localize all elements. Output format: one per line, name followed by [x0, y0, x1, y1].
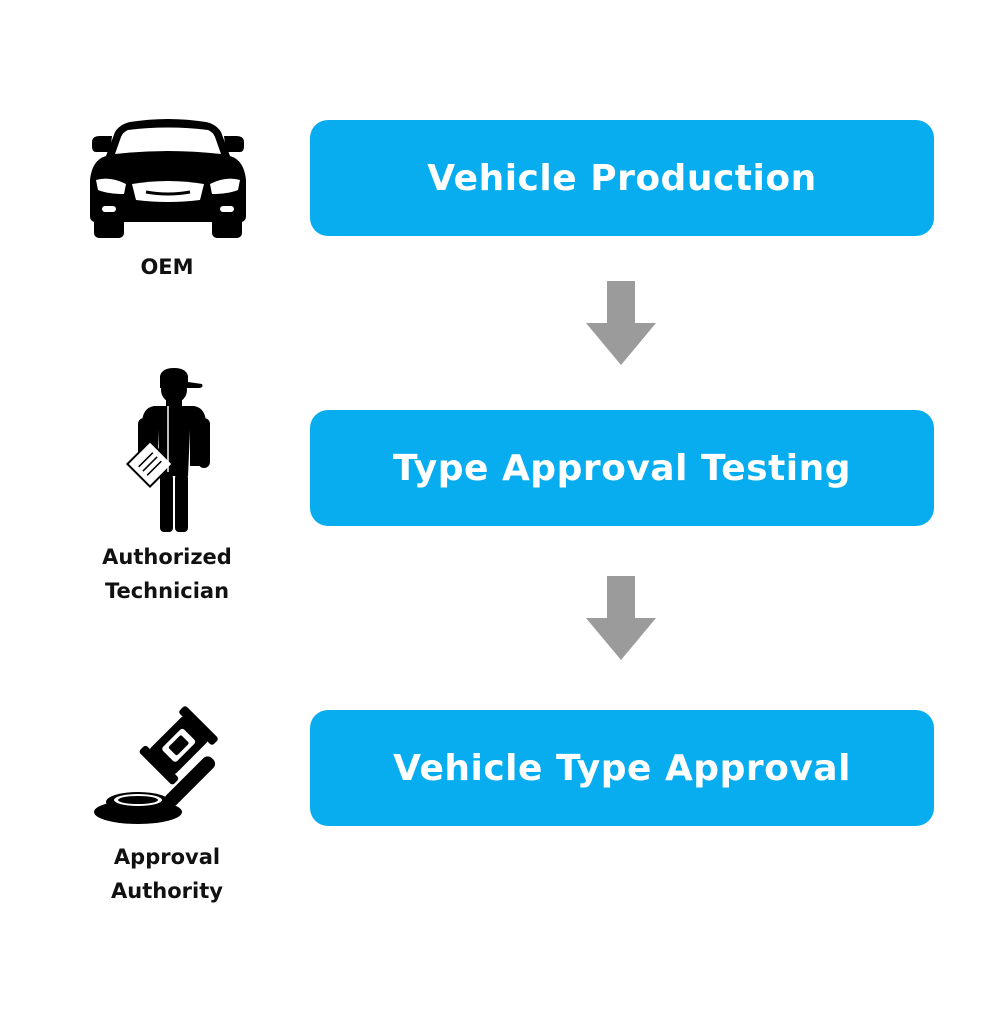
step-vehicle-type-approval: Vehicle Type Approval: [310, 710, 934, 826]
actor-label-oem: OEM: [67, 250, 267, 284]
down-arrow-icon: [586, 281, 656, 365]
actor-label-line: OEM: [140, 255, 194, 279]
actor-label-line: Approval: [113, 845, 221, 869]
gavel-icon: [94, 706, 218, 824]
technician-icon: [125, 368, 210, 532]
actor-label-technician: Authorized Technician: [67, 540, 267, 608]
down-arrow-icon: [586, 576, 656, 660]
step-vehicle-production: Vehicle Production: [310, 120, 934, 236]
actor-label-line: Authority: [111, 879, 223, 903]
car-icon: [90, 119, 246, 238]
actor-label-line: Technician: [104, 579, 230, 603]
actor-label-authority: Approval Authority: [67, 840, 267, 908]
step-type-approval-testing: Type Approval Testing: [310, 410, 934, 526]
actor-label-line: Authorized: [102, 545, 232, 569]
